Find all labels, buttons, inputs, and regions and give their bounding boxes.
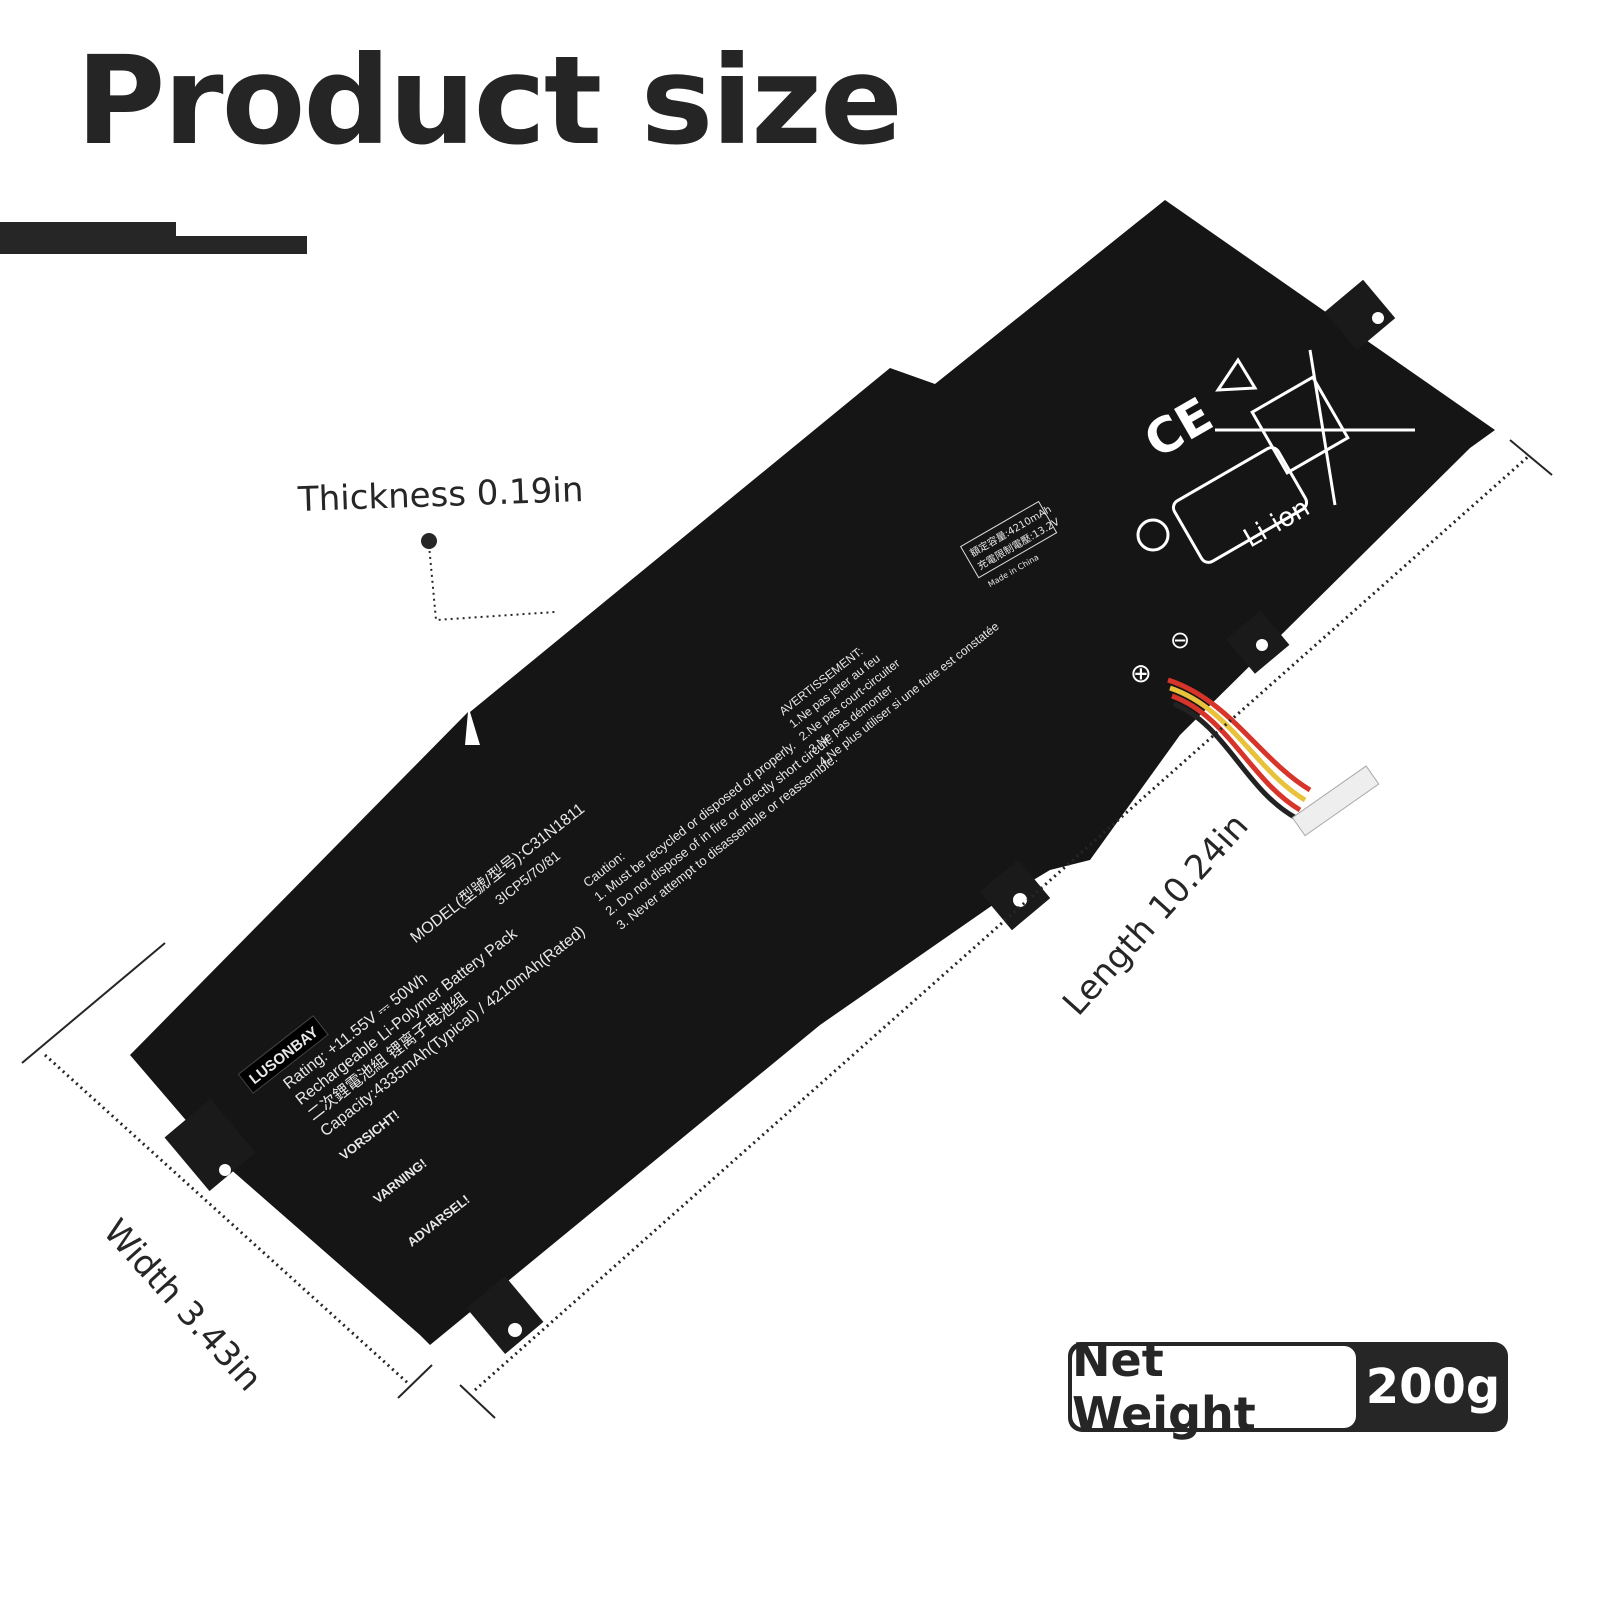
net-weight-value: 200g [1365, 1359, 1501, 1415]
net-weight-badge: Net Weight 200g [1068, 1333, 1508, 1441]
thickness-marker [421, 533, 437, 549]
recycle-5-icon [1136, 518, 1170, 552]
title-underline [0, 222, 176, 238]
warning-icon [1215, 357, 1258, 392]
battery-wires [1167, 677, 1312, 793]
net-weight-label: Net Weight [1072, 1333, 1356, 1441]
mounting-tab [1324, 279, 1396, 351]
mounting-tab [466, 1275, 544, 1355]
width-dimension-line [43, 1053, 412, 1387]
mounting-tab [164, 1098, 256, 1192]
connector [1291, 765, 1380, 837]
length-dimension-line [474, 453, 1531, 1392]
title-underline-bar [0, 236, 307, 254]
page-title: Product size [76, 30, 903, 172]
minus-terminal: ⊖ [1170, 626, 1190, 654]
battery-body [130, 200, 1495, 1345]
plus-terminal: ⊕ [1130, 659, 1152, 689]
weee-bin-icon [1215, 349, 1415, 506]
thickness-leader [428, 544, 556, 622]
mounting-tab [979, 859, 1051, 931]
